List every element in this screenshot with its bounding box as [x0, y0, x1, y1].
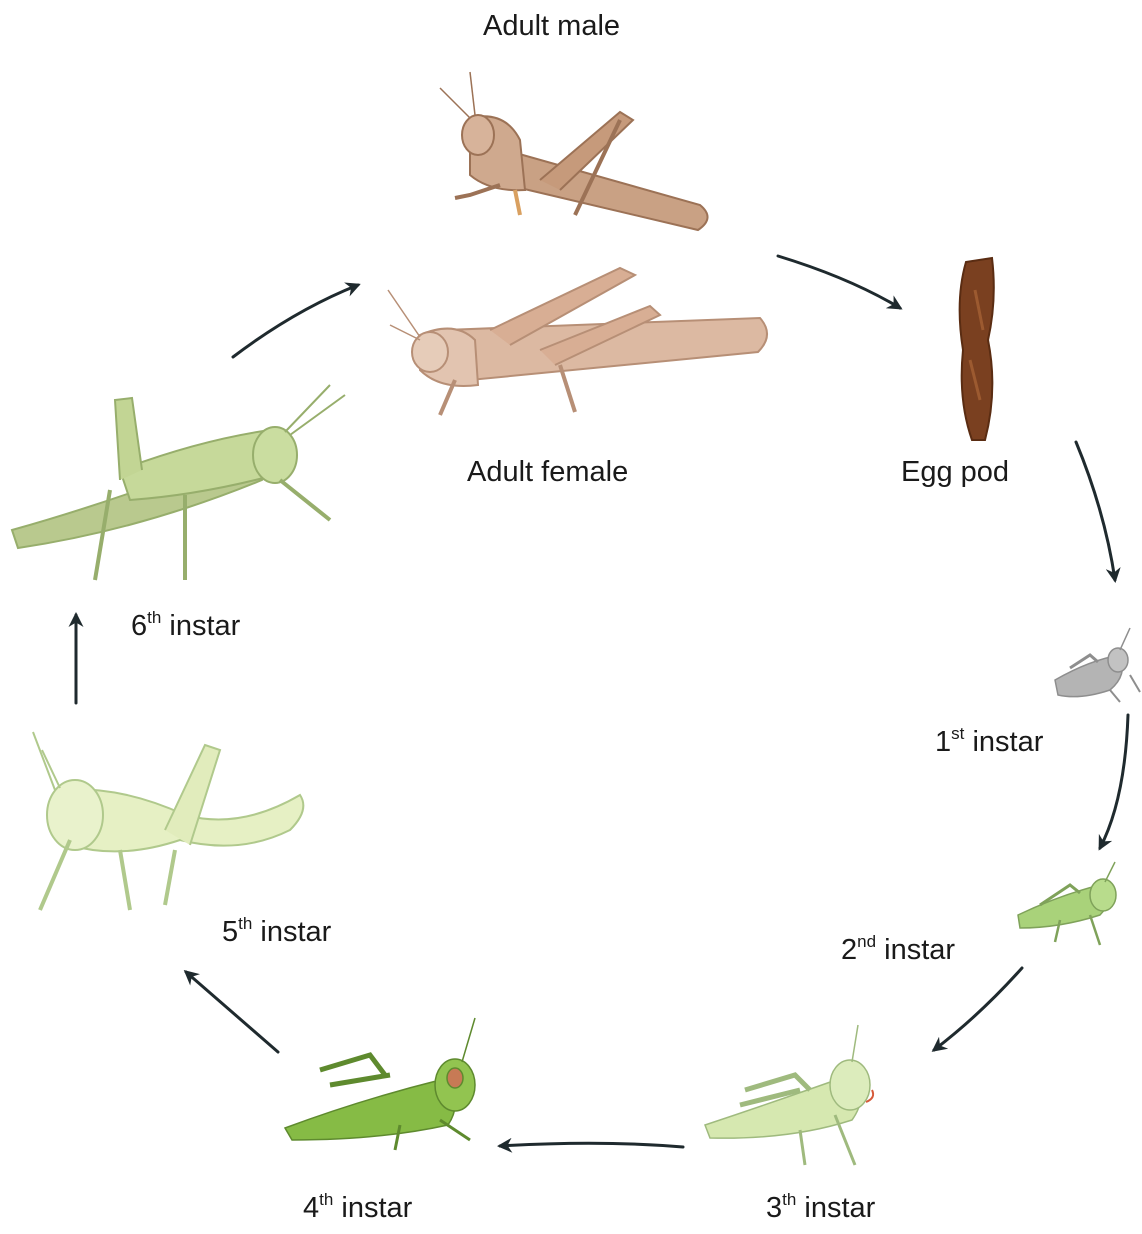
instar-number: 1	[935, 726, 951, 758]
instar-2-illustration	[1018, 862, 1116, 945]
arrow-instar2-to-instar3	[934, 968, 1022, 1050]
instar-4-label: 4th instar	[303, 1194, 412, 1223]
adult-male-text: Adult male	[483, 10, 620, 42]
arrow-adult-to-egg	[778, 256, 900, 308]
instar-word: instar	[260, 916, 331, 948]
instar-ordinal-suffix: nd	[857, 932, 876, 951]
adult-female-illustration	[388, 268, 767, 415]
instar-ordinal-suffix: th	[147, 608, 161, 627]
instar-number: 4	[303, 1192, 319, 1224]
egg-pod-illustration	[960, 258, 994, 440]
arrow-instar4-to-instar5	[186, 972, 278, 1052]
instar-number: 3	[766, 1192, 782, 1224]
instar-2-label: 2nd instar	[841, 936, 955, 965]
instar-ordinal-suffix: th	[782, 1190, 796, 1209]
arrow-instar6-to-adult	[233, 285, 358, 357]
instar-word: instar	[972, 726, 1043, 758]
instar-word: instar	[169, 610, 240, 642]
instar-number: 2	[841, 934, 857, 966]
egg-pod-label: Egg pod	[901, 458, 1009, 487]
egg-pod-text: Egg pod	[901, 456, 1009, 488]
instar-word: instar	[884, 934, 955, 966]
instar-ordinal-suffix: st	[951, 724, 964, 743]
instar-5-label: 5th instar	[222, 918, 331, 947]
instar-word: instar	[341, 1192, 412, 1224]
instar-6-label: 6th instar	[131, 612, 240, 641]
adult-male-illustration	[440, 72, 708, 230]
instar-ordinal-suffix: th	[319, 1190, 333, 1209]
instar-3-illustration	[705, 1025, 873, 1165]
arrow-instar3-to-instar4	[500, 1143, 683, 1147]
instar-4-illustration	[285, 1018, 475, 1150]
instar-word: instar	[804, 1192, 875, 1224]
adult-female-label: Adult female	[467, 458, 628, 487]
instar-number: 6	[131, 610, 147, 642]
instar-5-illustration	[33, 732, 303, 910]
arrow-egg-to-instar1	[1076, 442, 1115, 580]
instar-ordinal-suffix: th	[238, 914, 252, 933]
arrow-instar1-to-instar2	[1100, 715, 1128, 848]
instar-6-illustration	[12, 385, 345, 580]
instar-1-illustration	[1055, 628, 1140, 702]
instar-3-label: 3th instar	[766, 1194, 875, 1223]
adult-male-label: Adult male	[483, 12, 620, 41]
instar-number: 5	[222, 916, 238, 948]
adult-female-text: Adult female	[467, 456, 628, 488]
instar-1-label: 1st instar	[935, 728, 1043, 757]
